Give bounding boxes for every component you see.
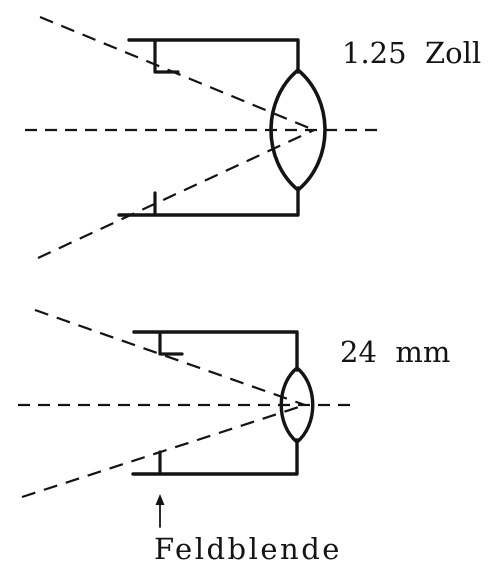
- field-stop-caption: Feldblende: [154, 494, 342, 566]
- bottom-lower-ray: [21, 403, 306, 499]
- top-barrel-outline: [117, 38, 300, 217]
- top-field-stop-upper: [153, 40, 180, 74]
- top-eyepiece: 1.25 Zoll: [25, 15, 481, 259]
- top-eyepiece-label: 1.25 Zoll: [342, 36, 481, 70]
- top-lens: [269, 68, 327, 192]
- field-stop-caption-text: Feldblende: [154, 532, 342, 566]
- bottom-eyepiece-label: 24 mm: [340, 335, 450, 369]
- bottom-eyepiece: 24 mm: [18, 308, 450, 499]
- top-lower-ray: [37, 129, 315, 259]
- bottom-barrel-outline: [131, 330, 299, 476]
- field-stop-arrow-icon: [155, 494, 165, 505]
- bottom-upper-ray: [34, 308, 306, 407]
- bottom-field-stop-upper: [158, 332, 184, 356]
- bottom-lens: [279, 366, 315, 444]
